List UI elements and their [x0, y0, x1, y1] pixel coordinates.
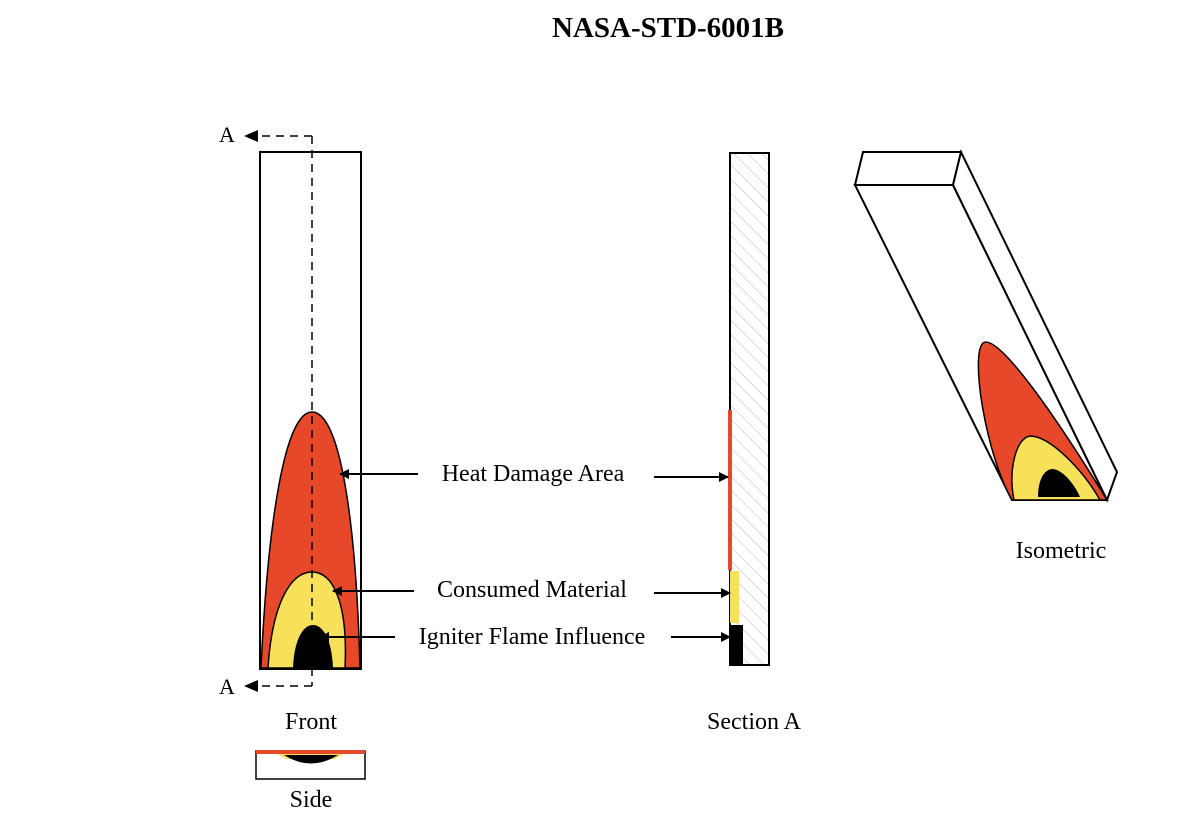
section-view-label: Section A: [707, 709, 802, 735]
section-marker-top: A: [219, 122, 235, 147]
section-marker-bottom: A: [219, 674, 235, 699]
section-marker-bottom-arrow: [244, 680, 258, 692]
isometric-heat-damage-zone: [977, 341, 1109, 501]
igniter-label: Igniter Flame Influence: [419, 624, 646, 650]
isometric-consumed-zone: [1011, 435, 1102, 501]
section-view: Section A: [707, 152, 802, 735]
side-view-label: Side: [290, 787, 333, 813]
front-view-label: Front: [285, 709, 337, 735]
isometric-igniter-zone: [1038, 469, 1080, 497]
isometric-side-face: [951, 149, 1119, 503]
section-consumed-strip: [730, 571, 739, 623]
section-igniter-strip: [731, 625, 743, 666]
isometric-view-label: Isometric: [1016, 538, 1107, 564]
side-igniter-zone: [284, 755, 338, 764]
isometric-view: Isometric: [853, 149, 1119, 564]
consumed-label: Consumed Material: [437, 577, 627, 603]
heat-damage-label: Heat Damage Area: [442, 461, 625, 487]
section-marker-top-arrow: [244, 130, 258, 142]
page-title: NASA-STD-6001B: [551, 12, 785, 44]
side-view: Side: [255, 750, 366, 813]
isometric-top-face: [853, 151, 963, 186]
callouts: Heat Damage Area Consumed Material Ignit…: [319, 461, 731, 650]
front-view: A A Front: [219, 122, 362, 735]
